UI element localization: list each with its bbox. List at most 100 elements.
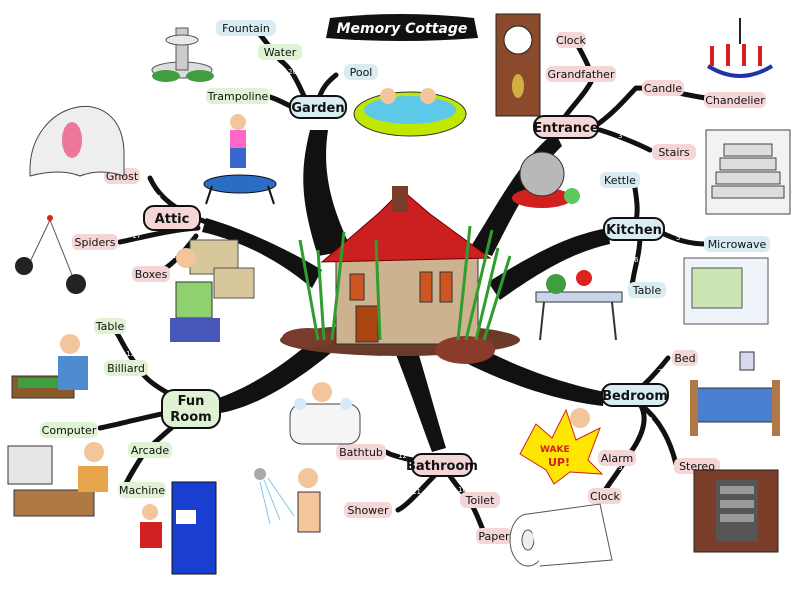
svg-text:21: 21 [316,74,325,82]
svg-text:Alarm: Alarm [601,452,633,465]
item-grandfather[interactable]: Grandfather [546,66,616,82]
item-clock-bottom[interactable]: Clock [588,488,622,504]
boxes-illustration [170,239,255,342]
svg-text:Fountain: Fountain [222,22,270,35]
svg-text:Trampoline: Trampoline [207,90,269,103]
svg-text:Bathtub: Bathtub [339,446,383,459]
bathtub-illustration [289,382,361,445]
node-entrance-label: Entrance [533,121,598,136]
item-bed[interactable]: Bed [672,350,698,366]
item-arcade[interactable]: Arcade [128,442,172,458]
node-garden-label: Garden [291,101,344,116]
svg-text:Toilet: Toilet [465,494,495,507]
item-shower[interactable]: Shower [344,502,392,518]
svg-text:15: 15 [126,350,135,358]
wakeup-text-2: UP! [548,456,570,469]
item-boxes[interactable]: Boxes [132,266,170,282]
table-kitchen-illustration [535,270,623,341]
item-water[interactable]: Water [258,44,302,60]
wakeup-text-1: WAKE [540,445,570,455]
trampoline-illustration [203,114,277,205]
node-kitchen[interactable]: Kitchen [603,217,665,241]
paper-illustration [509,503,613,567]
item-bathtub[interactable]: Bathtub [336,444,386,460]
item-fountain[interactable]: Fountain [216,20,276,36]
item-table-kitchen[interactable]: Table [628,282,666,298]
svg-text:Boxes: Boxes [135,268,168,281]
svg-text:Table: Table [95,320,125,333]
item-stairs[interactable]: Stairs [652,144,696,160]
item-pool[interactable]: Pool [344,64,378,80]
wakeup-illustration: WAKE UP! [519,408,604,485]
svg-text:3: 3 [618,132,622,140]
main-branches [202,130,610,452]
svg-text:2: 2 [612,100,616,108]
node-funroom-label-2: Room [170,410,211,425]
svg-text:9: 9 [618,464,622,472]
item-alarm[interactable]: Alarm [598,450,636,466]
svg-text:Paper: Paper [478,530,510,543]
svg-text:8: 8 [648,416,652,424]
item-machine[interactable]: Machine [118,482,166,498]
title-banner: Memory Cottage [326,14,478,41]
item-clock-top[interactable]: Clock [556,32,587,48]
item-billiard[interactable]: Billiard [104,360,148,376]
fountain-illustration [151,27,214,82]
item-candle[interactable]: Candle [642,80,684,96]
node-bedroom-label: Bedroom [602,389,668,404]
svg-text:18: 18 [152,194,161,202]
pool-illustration [353,88,467,137]
node-funroom[interactable]: Fun Room [161,389,221,429]
branch-bathroom [395,352,446,452]
node-attic[interactable]: Attic [143,205,201,231]
node-bathroom[interactable]: Bathroom [406,453,478,477]
shower-illustration [254,468,321,533]
item-chandelier[interactable]: Chandelier [704,92,766,108]
stereo-illustration [693,469,779,553]
kettle-illustration [512,151,580,208]
item-microwave[interactable]: Microwave [704,236,770,252]
computer-illustration [7,442,108,517]
svg-text:Bed: Bed [674,352,695,365]
branch-bedroom [460,342,605,406]
ghost-illustration [29,105,125,177]
item-table-fun[interactable]: Table [94,318,126,334]
illustrations: WAKE UP! [7,13,791,575]
node-entrance[interactable]: Entrance [533,115,599,139]
svg-text:Machine: Machine [119,484,165,497]
item-computer[interactable]: Computer [40,422,98,438]
spiders-illustration [15,215,86,294]
svg-text:Spiders: Spiders [74,236,115,249]
branch-garden [303,130,352,256]
svg-text:17: 17 [132,232,141,240]
branch-funroom [212,335,332,414]
svg-text:Pool: Pool [350,66,373,79]
svg-text:Arcade: Arcade [131,444,170,457]
svg-text:Candle: Candle [644,82,682,95]
billiard-illustration [11,334,88,399]
svg-text:11: 11 [412,488,421,496]
branch-attic [202,218,322,288]
svg-text:Chandelier: Chandelier [705,94,765,107]
item-paper[interactable]: Paper [476,528,512,544]
svg-text:7: 7 [658,368,662,376]
map-title: Memory Cottage [337,21,468,37]
cottage-illustration [280,186,520,364]
stairs-illustration [705,129,791,215]
node-funroom-label-1: Fun [178,394,205,409]
item-toilet[interactable]: Toilet [460,492,500,508]
arcade-illustration [140,481,217,575]
node-garden[interactable]: Garden [289,95,347,119]
item-spiders[interactable]: Spiders [72,234,118,250]
microwave-illustration [683,257,769,325]
item-kettle[interactable]: Kettle [600,172,640,188]
svg-text:20: 20 [288,68,297,76]
svg-text:12: 12 [398,452,407,460]
item-trampoline[interactable]: Trampoline [206,88,270,104]
node-bedroom[interactable]: Bedroom [601,383,669,407]
svg-text:6: 6 [634,256,639,264]
svg-text:5: 5 [676,234,680,242]
svg-text:1: 1 [568,98,572,106]
